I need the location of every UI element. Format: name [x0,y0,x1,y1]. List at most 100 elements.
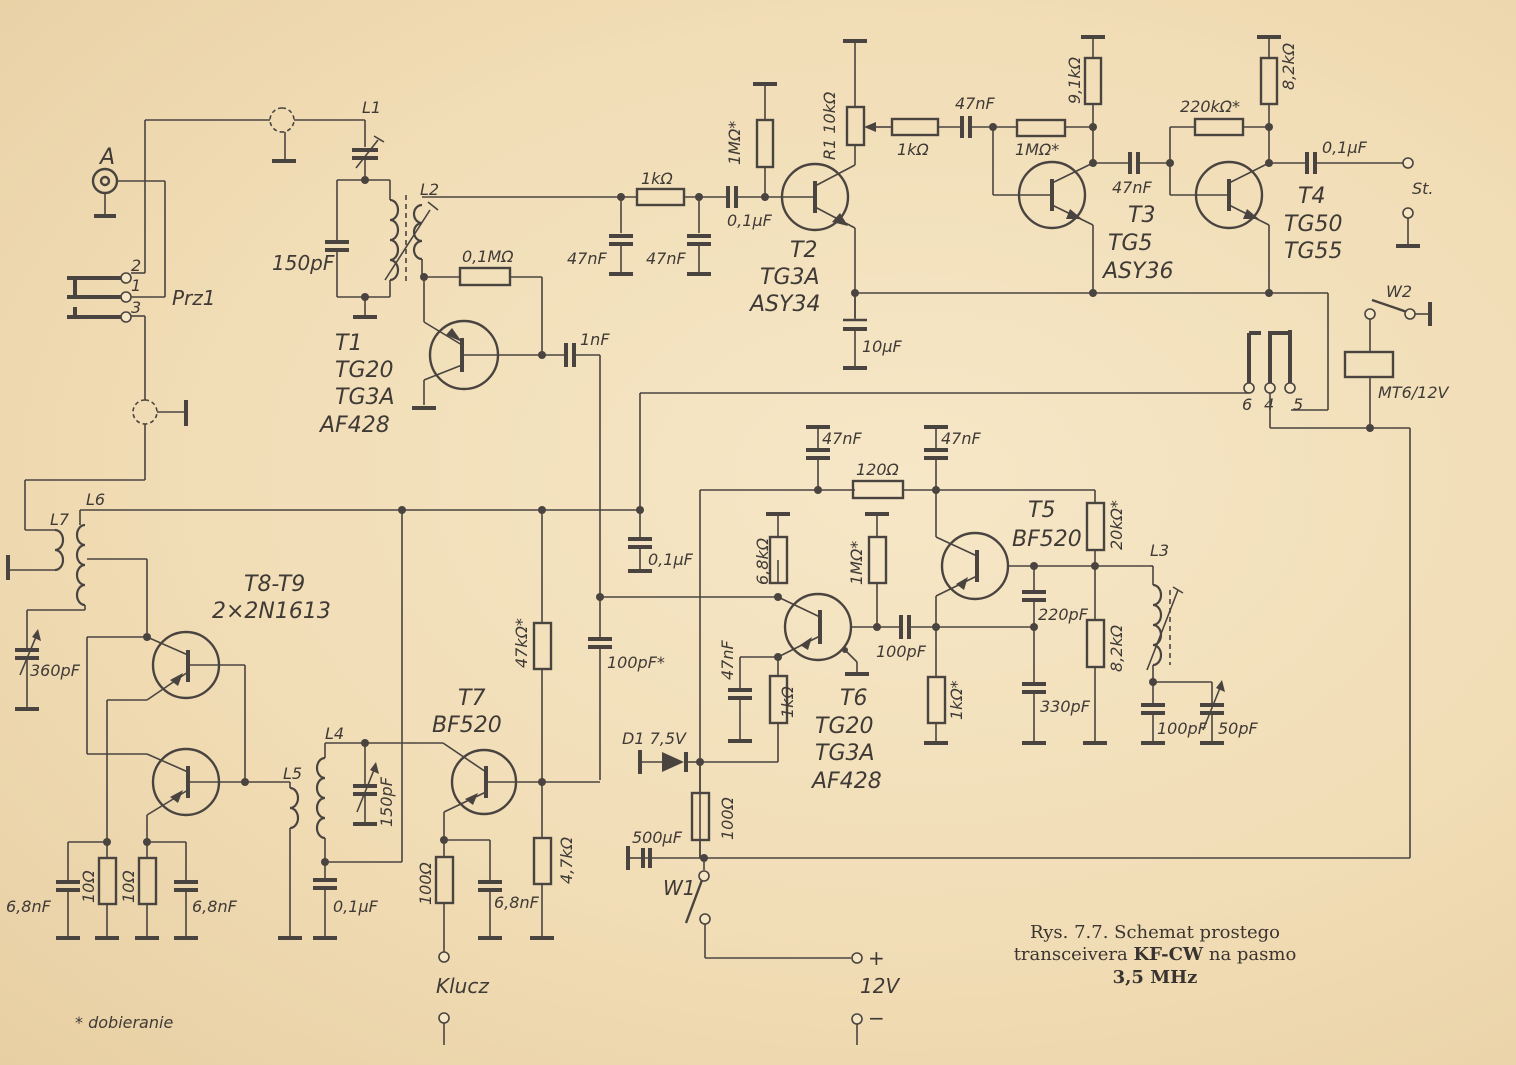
c-1nf-label: 1nF [580,330,610,349]
resistor-220k [1193,117,1245,137]
c-47n-t3in-label: 47nF [955,94,996,113]
resistor-120 [851,479,905,500]
r-68k-label: 6,8kΩ [753,537,772,585]
figure-caption: Rys. 7.7. Schemat prostego transceivera … [1014,922,1297,988]
transistor-t3-symbol [1017,160,1087,230]
c-220p-label: 220pF [1038,605,1089,624]
resistor-1m-t3 [1015,118,1067,138]
switch-prz1[interactable]: 2 1 3 Prz1 [67,256,216,323]
inductor-l5 [289,786,300,830]
r-47k-top-label: 47kΩ* [512,618,531,668]
resistor-1k-pot [890,117,940,137]
c-10u-label: 10μF [862,337,903,356]
inductor-l6 [75,523,86,607]
r-220k-label: 220kΩ* [1180,97,1240,116]
c-01u-t2-label: 0,1μF [727,211,773,230]
r-1m-t6-label: 1MΩ* [847,541,866,585]
resistor-10-b [137,856,158,906]
c-150pf-l1-label: 150pF [272,251,335,275]
r-01m-label: 0,1MΩ [462,247,514,266]
supply-minus-terminal[interactable] [851,1013,863,1025]
r-1k-filter-label: 1kΩ [641,169,673,188]
prz1-pin-1: 1 [131,276,141,295]
d1-label: D1 7,5V [622,729,687,748]
transistor-t2-stage: 1kΩ 47nF 47nF 0,1μF 1MΩ* T2 TG3A ASY3 [567,39,1328,370]
switch-w2[interactable] [1371,298,1408,314]
c-47n-t6e-label: 47nF [718,640,737,681]
relay-mt6: 6 4 5 W2 MT6/12V [640,282,1450,858]
resistor-1k-filter [635,187,686,207]
l4-tank: L4 150pF 0,1μF [313,510,403,940]
switch-w1[interactable] [684,879,704,924]
output-terminal-st[interactable] [1402,157,1414,169]
key-terminal[interactable] [438,951,450,963]
key-terminal-2[interactable] [438,1012,450,1024]
t1-name: T1 [335,331,362,356]
t3-name: T3 [1128,203,1155,228]
c-47n-a-label: 47nF [567,249,608,268]
r-20k-label: 20kΩ* [1107,500,1126,550]
c-01u-mid-label: 0,1μF [648,550,694,569]
c-47n-b-label: 47nF [646,249,687,268]
mid-bus: 0,1μF 100pF* [80,355,782,780]
t4-type-2: TG55 [1284,239,1342,264]
resistor-82k-t4 [1259,56,1279,106]
resistor-1m-t6 [867,535,888,585]
caption-line-2: transceivera KF-CW na pasmo [1014,944,1297,965]
potentiometer-r1 [845,105,866,147]
t8t9-type: 2×2N1613 [212,599,331,624]
prz1-pin-2: 2 [131,256,141,275]
caption-line-2-bold: KF-CW [1133,944,1203,965]
resistor-01m [458,266,512,287]
resistor-4k7 [532,836,553,886]
zener-diode-icon [662,752,684,772]
t6-type-1: TG20 [815,714,873,739]
r-1m-t2-label: 1MΩ* [725,121,744,165]
c-100p-t6-label: 100pF [876,642,927,661]
c-47n-t3t4-label: 47nF [1112,178,1153,197]
transistor-t3-stage: 47nF 1MΩ* 9,1kΩ 47nF T3 TG5 ASY36 [955,35,1173,297]
oscillator-t6-t5: 47nF 120Ω 47nF 6,8kΩ 1kΩ [696,425,1259,858]
r1-pot-label: R1 10kΩ [820,91,839,160]
resistor-9k1 [1083,56,1103,106]
caption-line-3: 3,5 MHz [1113,967,1198,988]
t1-type-2: TG3A [335,385,395,410]
transistor-t4-stage: 220kΩ* 8,2kΩ 0,1μF St. T4 TG50 TG55 [1166,35,1434,297]
output-terminal-st-gnd[interactable] [1402,207,1414,219]
supply-label: 12V [860,974,900,998]
minus-label: − [868,1006,885,1030]
prz1-label: Prz1 [172,286,216,310]
r-82k-l3-label: 8,2kΩ [1107,624,1126,672]
l6-label: L6 [86,490,105,509]
l1-l2-tank: L1 150pF L2 [272,98,615,319]
w1-label: W1 [663,876,696,900]
c-01u-out-label: 0,1μF [1322,138,1368,157]
r-10-b-label: 10Ω [119,870,138,903]
resistor-1m-t2 [755,118,775,169]
t4-type-1: TG50 [1284,212,1342,237]
c-68n-left-label: 6,8nF [6,897,52,916]
t7-type: BF520 [432,713,502,738]
w2-label: W2 [1386,282,1412,301]
l1-label: L1 [362,98,381,117]
resistor-100-t7 [434,855,455,905]
resistor-1k-t5e [926,675,947,725]
inductor-l2-secondary [412,203,423,261]
antenna-input: A [91,107,365,297]
inductor-l3 [1152,583,1163,667]
footnote-dobieranie: * dobieranie [75,1013,173,1032]
relay-label: MT6/12V [1378,383,1450,402]
c-150p-l4-label: 150pF [377,776,396,827]
st-label: St. [1412,179,1434,198]
t6-type-2: TG3A [815,741,875,766]
resistor-82k-l3 [1085,618,1106,669]
t3-type-1: TG5 [1108,231,1152,256]
antenna-label: A [98,145,115,170]
c-68n-t7-label: 6,8nF [494,893,540,912]
supply-plus-terminal[interactable] [851,952,863,964]
t6-type-3: AF428 [810,769,882,794]
c-47n-dec2-label: 47nF [941,429,982,448]
t1-type-3: AF428 [318,413,390,438]
